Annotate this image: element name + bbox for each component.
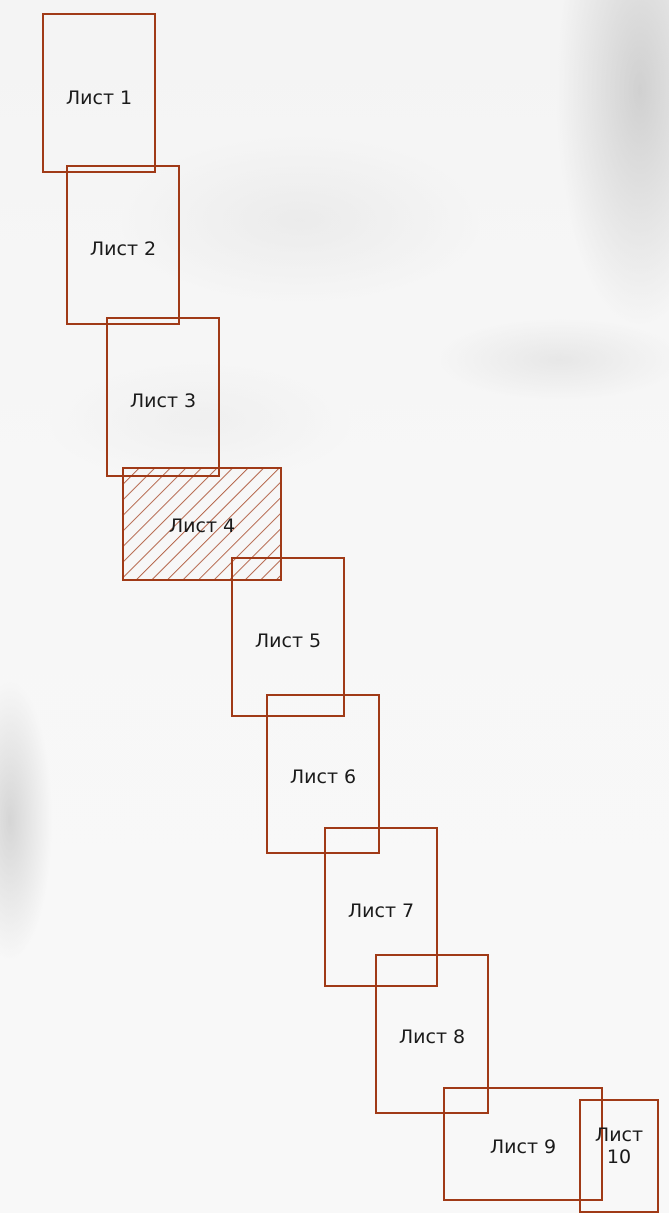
sheet-label-line: Лист [595,1124,643,1146]
sheets-layer: Лист 1 Лист 2 Лист 3 Лист 4 Лист 5 Лист 6 Лист… [42,13,659,1213]
sheet-frame[interactable] [231,557,345,717]
sheet-frame[interactable] [324,827,438,987]
sheet-label: Лист 7 [348,900,414,922]
sheet-frame[interactable] [375,954,489,1114]
sheet-7[interactable]: Лист 7 [324,827,438,987]
sheet-label: Лист 9 [490,1136,556,1158]
sheet-frame-selected[interactable] [122,467,282,581]
sheet-3[interactable]: Лист 3 [106,317,220,477]
sheet-frame[interactable] [42,13,156,173]
sheet-2[interactable]: Лист 2 [66,165,180,325]
sheet-label: Лист 5 [255,630,321,652]
sheet-label: Лист 4 [169,515,235,537]
sheet-label: Лист 3 [130,390,196,412]
sheet-frame[interactable] [66,165,180,325]
sheet-frame[interactable] [266,694,380,854]
sheet-6[interactable]: Лист 6 [266,694,380,854]
sheet-label: Лист 1 [66,87,132,109]
sheet-label-line: 10 [607,1146,631,1168]
sheet-label: Лист 8 [399,1026,465,1048]
sheet-1[interactable]: Лист 1 [42,13,156,173]
sheet-label: Лист 2 [90,238,156,260]
sheet-label: Лист 6 [290,766,356,788]
sheet-5[interactable]: Лист 5 [231,557,345,717]
sheet-9[interactable]: Лист 9 [443,1087,603,1201]
sheet-frame[interactable] [579,1099,659,1213]
sheet-4[interactable]: Лист 4 [122,467,282,581]
sheet-frame[interactable] [443,1087,603,1201]
sheet-8[interactable]: Лист 8 [375,954,489,1114]
